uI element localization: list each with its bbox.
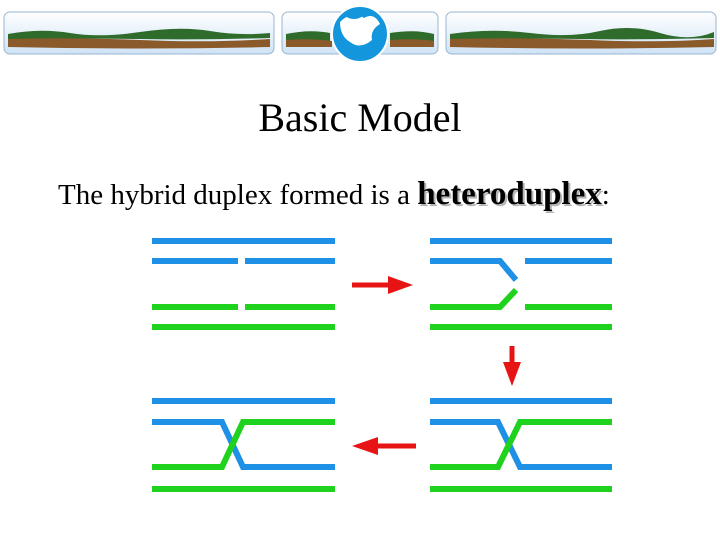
subtitle-suffix: : <box>601 179 610 211</box>
subtitle-keyword: heteroduplex <box>417 176 602 212</box>
panel-branch-migration <box>430 398 612 492</box>
blue-strand-crossing <box>430 419 612 470</box>
subtitle-prefix: The hybrid duplex formed is a <box>58 179 418 211</box>
blue-strand-left-bent <box>430 258 519 282</box>
arrow-left <box>352 437 416 455</box>
banner-panel-left <box>3 11 275 55</box>
globe-icon <box>331 5 389 63</box>
blue-strand-crossing <box>152 419 335 470</box>
header-banner <box>3 5 717 63</box>
panel-double-strand-break <box>152 238 335 330</box>
arrow-down <box>503 346 521 386</box>
green-strand-crossing <box>430 419 612 470</box>
slide-subtitle: The hybrid duplex formed is a heterodupl… <box>58 176 718 213</box>
panel-heteroduplex-crossover <box>152 398 335 492</box>
green-strand-crossing <box>152 419 335 470</box>
arrow-right <box>352 276 413 294</box>
panel-strand-invasion <box>430 238 612 330</box>
green-strand-left-bent <box>430 287 519 310</box>
banner-panel-right <box>445 11 717 55</box>
slide-title: Basic Model <box>258 95 462 140</box>
